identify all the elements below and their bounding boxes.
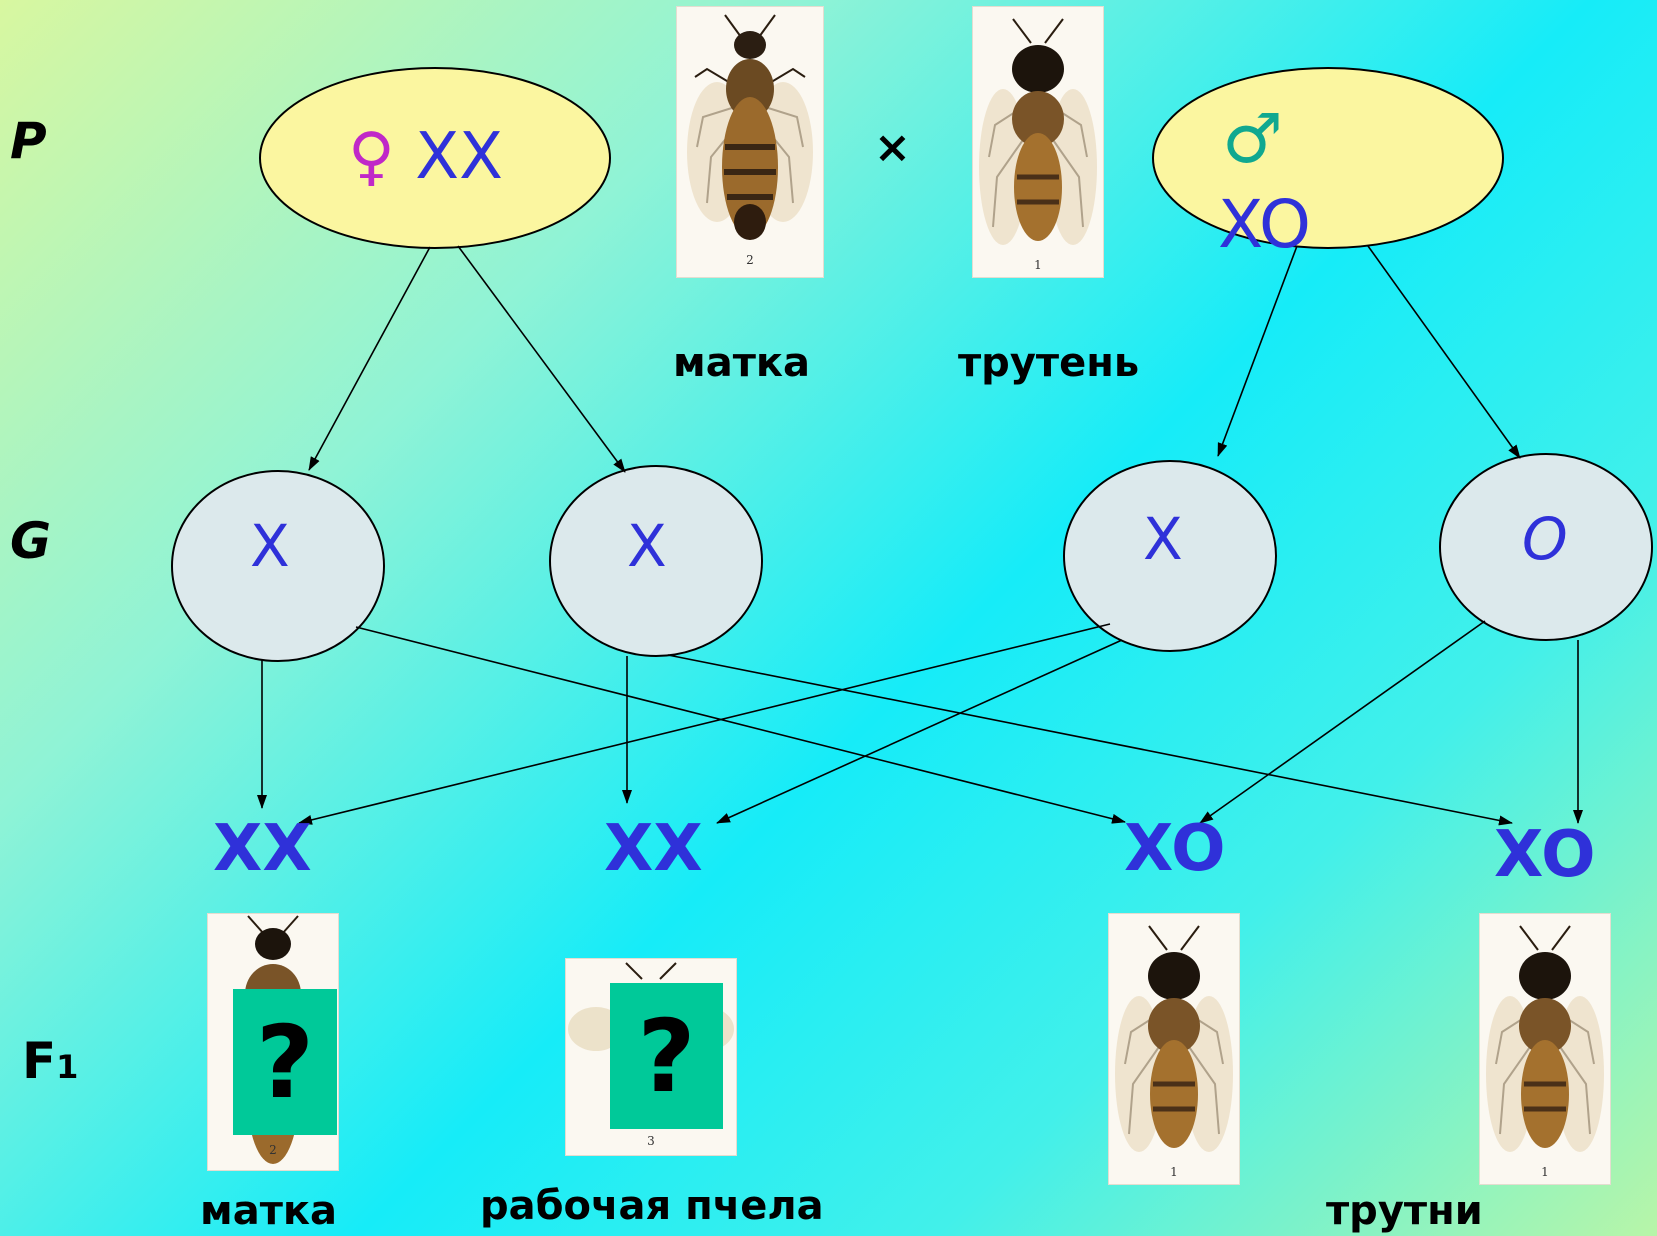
offspring-genotype-3: XO xyxy=(1124,812,1226,886)
male-parent-ellipse xyxy=(1152,67,1504,249)
queen-parent-caption: матка xyxy=(673,340,811,386)
female-symbol-icon: ♀ xyxy=(348,120,395,194)
gamete-label-1: X xyxy=(250,512,290,580)
gamete-label-3: X xyxy=(1143,505,1183,573)
arrow-g4-to-xo1 xyxy=(1199,620,1486,824)
drone-child-photo-2: 1 xyxy=(1479,913,1611,1185)
female-genotype: XX xyxy=(415,120,503,194)
cross-sign: × xyxy=(874,122,911,173)
gamete-label-2: X xyxy=(627,512,667,580)
offspring-genotype-2: XX xyxy=(604,812,703,886)
drone-parent-caption: трутень xyxy=(958,340,1140,386)
arrow-male-to-gamete-3 xyxy=(1217,245,1298,457)
worker-child-unknown-box: ? xyxy=(610,983,723,1129)
arrow-female-to-gamete-2 xyxy=(457,245,626,473)
queen-parent-photo: 2 xyxy=(676,6,824,278)
drone-child-bee-image-2: 1 xyxy=(1480,914,1610,1184)
male-symbol-wrap: ♂ xyxy=(1222,100,1283,179)
drones-children-caption: трутни xyxy=(1326,1188,1483,1234)
gamete-ellipse-3 xyxy=(1063,460,1277,652)
female-genotype-label: ♀ XX xyxy=(348,120,503,194)
queen-child-unknown-box: ? xyxy=(233,989,337,1135)
row-label-offspring: F1 xyxy=(22,1032,78,1090)
queen-child-photo-number: 2 xyxy=(269,1143,277,1157)
worker-child-caption: рабочая пчела xyxy=(480,1183,824,1229)
drone-child-2-photo-number: 1 xyxy=(1541,1165,1549,1179)
drone-child-photo-1: 1 xyxy=(1108,913,1240,1185)
female-parent-ellipse xyxy=(259,67,611,249)
arrow-g3-to-xx1 xyxy=(298,623,1111,825)
drone-child-1-photo-number: 1 xyxy=(1170,1165,1178,1179)
gamete-label-4: O xyxy=(1522,505,1568,573)
gamete-ellipse-4 xyxy=(1439,453,1653,641)
row-label-gametes: G xyxy=(10,512,52,570)
drone-photo-number: 1 xyxy=(1034,258,1042,272)
gamete-ellipse-1 xyxy=(171,470,385,662)
gamete-ellipse-2 xyxy=(549,465,763,657)
male-genotype: XO xyxy=(1218,186,1311,263)
offspring-genotype-4: XO xyxy=(1494,818,1596,892)
drone-bee-image: 1 xyxy=(973,7,1103,277)
worker-photo-number: 3 xyxy=(647,1134,655,1148)
drone-child-bee-image-1: 1 xyxy=(1109,914,1239,1184)
arrow-g1-to-xo1 xyxy=(355,626,1126,824)
arrow-g3-to-xx2 xyxy=(716,639,1123,824)
row-label-parents: P xyxy=(10,112,47,170)
queen-bee-image: 2 xyxy=(677,7,823,277)
arrow-female-to-gamete-1 xyxy=(308,246,431,471)
offspring-genotype-1: XX xyxy=(213,812,312,886)
queen-photo-number: 2 xyxy=(746,253,754,267)
row-label-offspring-sub: 1 xyxy=(56,1048,79,1086)
arrow-male-to-gamete-4 xyxy=(1367,245,1521,459)
male-symbol-icon: ♂ xyxy=(1222,100,1283,179)
row-label-offspring-letter: F xyxy=(22,1032,57,1090)
queen-child-caption: матка xyxy=(200,1188,338,1234)
drone-parent-photo: 1 xyxy=(972,6,1104,278)
arrow-g2-to-xo2 xyxy=(667,654,1513,826)
